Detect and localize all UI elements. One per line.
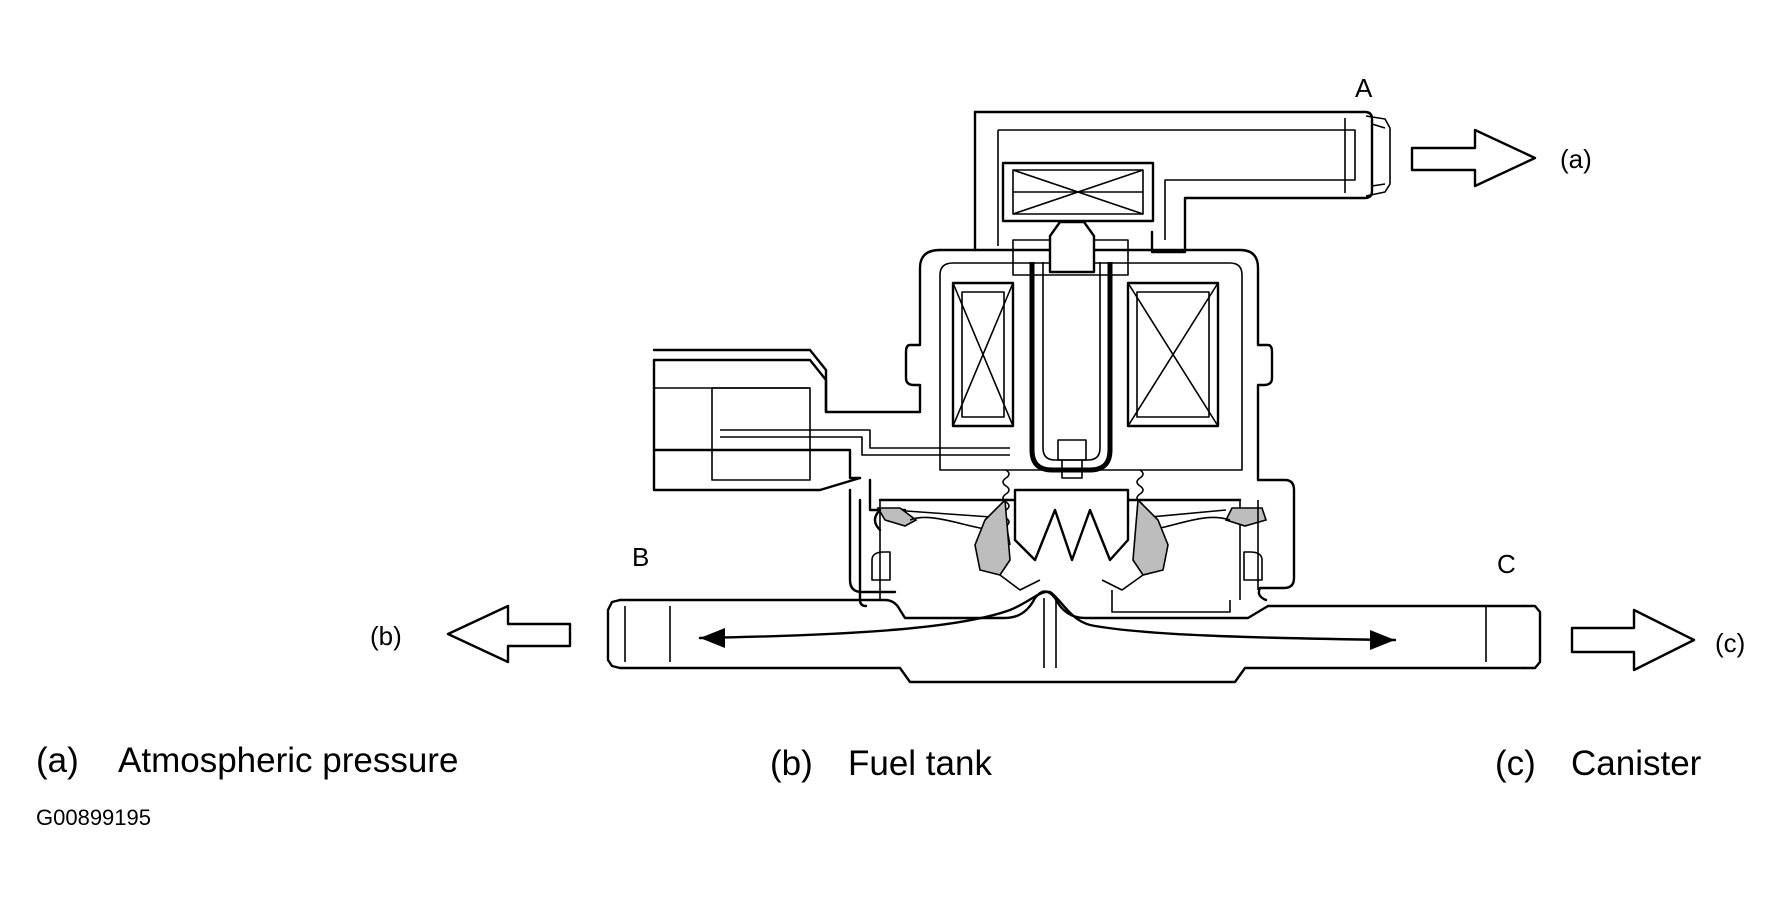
legend-letter-b: (b) [770,744,813,783]
solenoid-housing [652,248,1296,602]
figure-id: G00899195 [36,805,151,830]
arrow-label-c: (c) [1715,628,1745,658]
upper-coil [1001,161,1155,223]
arrow-c [1570,608,1696,672]
legend: (a) Atmospheric pressure (b) Fuel tank (… [36,741,1702,783]
legend-text-a: Atmospheric pressure [118,741,458,780]
arrow-label-a: (a) [1560,144,1592,174]
port-label-a: A [1355,73,1373,103]
diaphragm-assembly [876,488,1268,613]
electrical-connector [652,348,1010,594]
upper-housing [973,110,1391,254]
solenoid-coil-right [1126,281,1220,428]
plunger [1012,220,1129,479]
legend-letter-c: (c) [1495,744,1536,783]
solenoid-coil-left [951,281,1015,428]
lower-pipe [606,590,1542,684]
arrow-label-b: (b) [370,621,402,651]
arrow-a [1410,128,1537,188]
port-label-b: B [632,542,649,572]
legend-letter-a: (a) [36,741,79,780]
legend-text-b: Fuel tank [848,744,992,783]
legend-text-c: Canister [1571,744,1702,783]
port-label-c: C [1497,549,1516,579]
arrow-b [446,604,572,664]
